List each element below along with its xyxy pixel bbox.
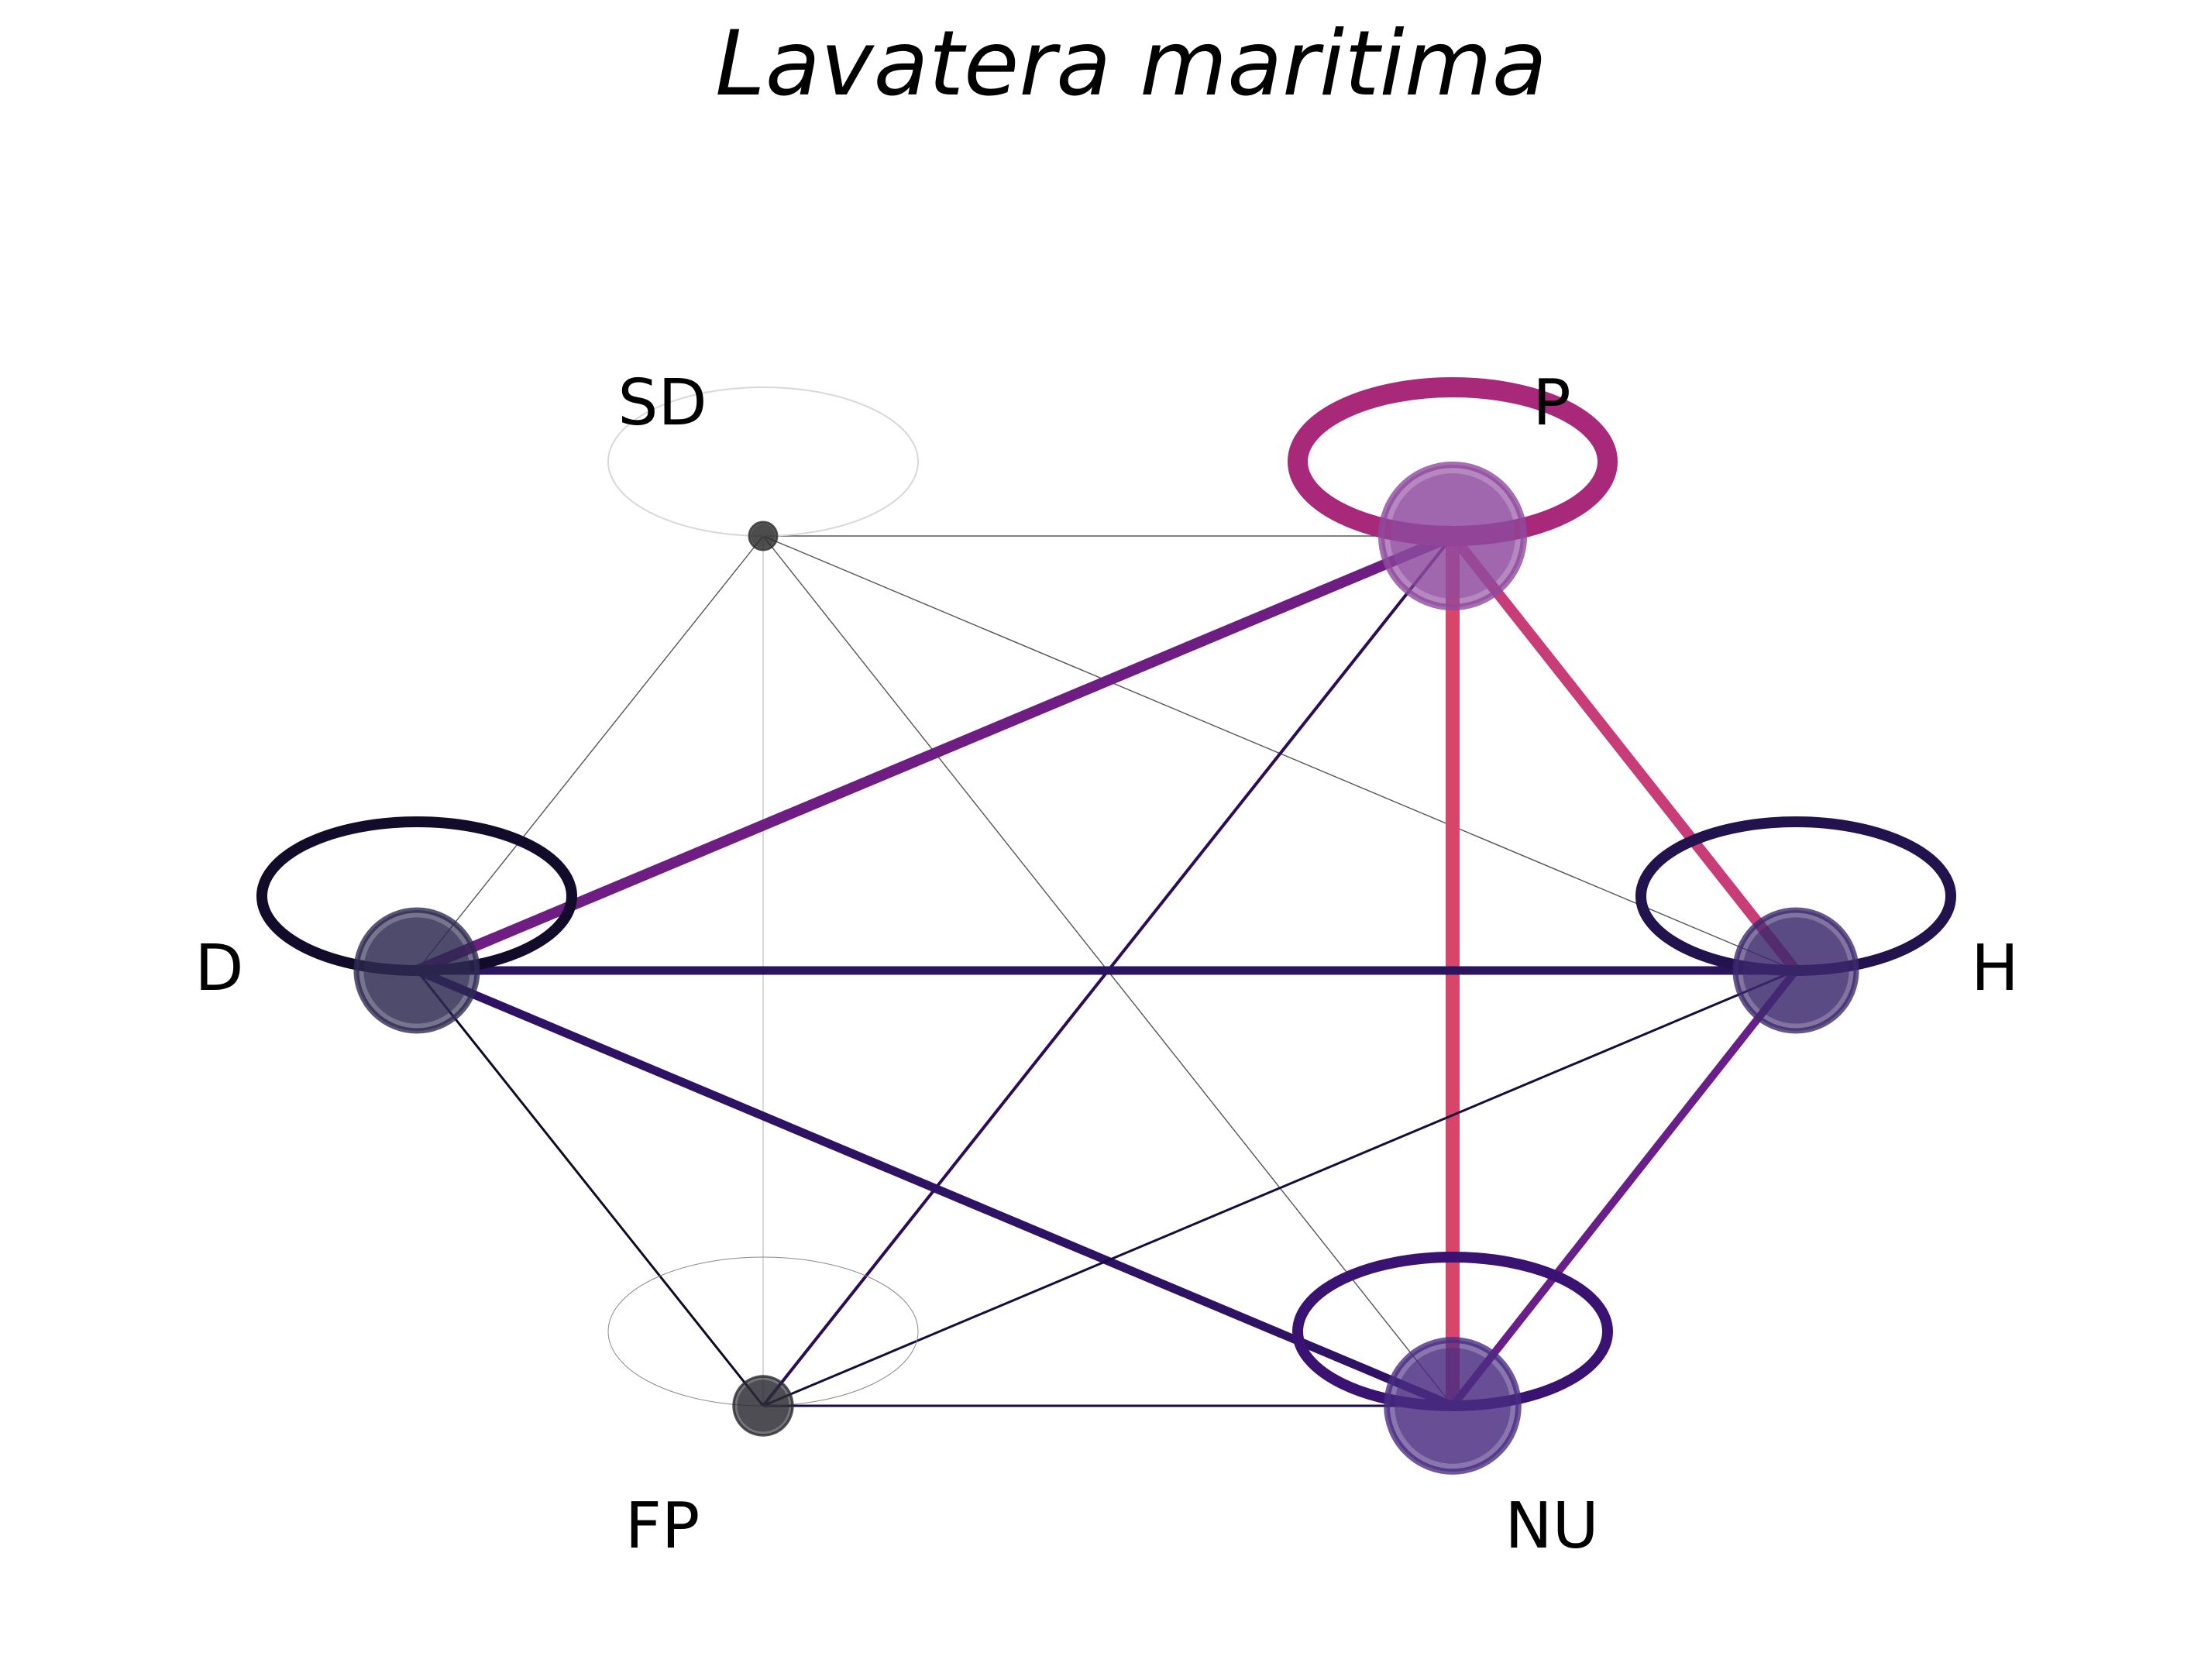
edge-h-fp	[762, 969, 1797, 1407]
diagram-title: Lavatera maritima	[715, 12, 1547, 116]
edge-h-nu	[1450, 967, 1799, 1409]
nodes-layer	[353, 461, 1859, 1475]
labels-layer: SD P D H FP NU	[194, 366, 2018, 1563]
node-h-core	[1742, 917, 1849, 1024]
self-loops-layer	[256, 377, 1956, 1411]
edges-layer	[414, 531, 1800, 1410]
edge-p-h	[1448, 532, 1800, 974]
edge-sd-d	[416, 535, 764, 971]
node-nu-core	[1395, 1348, 1511, 1464]
node-label-p: P	[1532, 366, 1570, 440]
node-sd-core	[751, 524, 776, 548]
edge-d-nu	[414, 966, 1455, 1410]
node-fp-core	[737, 1379, 789, 1432]
node-label-h: H	[1971, 932, 2019, 1005]
node-label-d: D	[194, 932, 243, 1005]
edge-d-fp	[415, 970, 765, 1407]
node-label-sd: SD	[617, 366, 707, 440]
node-d-core	[363, 917, 470, 1024]
node-label-fp: FP	[625, 1489, 700, 1563]
node-p-core	[1390, 473, 1515, 599]
edge-p-d	[414, 531, 1455, 976]
node-label-nu: NU	[1505, 1489, 1598, 1563]
